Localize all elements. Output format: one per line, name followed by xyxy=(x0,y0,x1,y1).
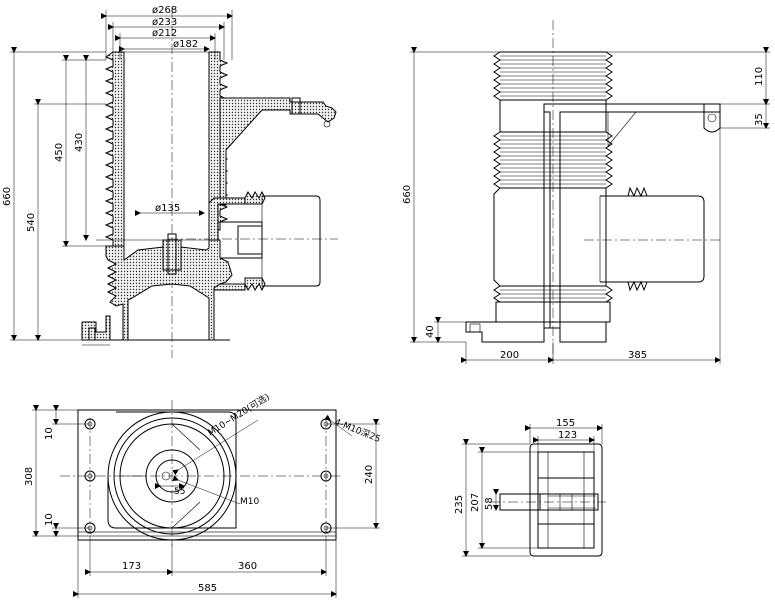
side-dim-385: 385 xyxy=(628,350,647,361)
plan-dim-585: 585 xyxy=(198,583,217,594)
plan-dim-10-bottom: 10 xyxy=(44,513,55,526)
top-arm xyxy=(219,97,337,206)
plan-label-m10-m20: M10~M20(可选) xyxy=(205,391,272,439)
plan-label-m10-depth: 4-M10深25 xyxy=(333,417,382,445)
front-dim-660: 660 xyxy=(2,187,13,206)
side-dim-110: 110 xyxy=(754,67,765,86)
detail-dim-123: 123 xyxy=(558,430,577,441)
side-bracket xyxy=(543,103,721,329)
bottom-body xyxy=(105,239,233,341)
front-dim-212: ø212 xyxy=(152,28,177,39)
plan-dim-10-top: 10 xyxy=(44,427,55,440)
front-dim-450: 450 xyxy=(54,143,65,162)
front-dim-540: 540 xyxy=(26,213,37,232)
side-dim-40: 40 xyxy=(425,325,436,338)
detail-view: 155 123 235 207 58 xyxy=(454,418,606,557)
front-section-view: ø268 ø233 ø212 ø182 ø135 660 540 450 430 xyxy=(2,5,338,358)
side-view: 660 110 35 40 200 385 xyxy=(402,20,770,364)
detail-dim-58: 58 xyxy=(484,497,495,510)
front-dim-268: ø268 xyxy=(152,5,177,16)
front-dim-135: ø135 xyxy=(155,203,180,214)
plan-dim-308: 308 xyxy=(24,467,35,486)
front-dim-182: ø182 xyxy=(173,39,198,50)
side-dim-35: 35 xyxy=(754,113,765,126)
boss-fins xyxy=(244,190,266,205)
plan-view: M10~M20(可选) 4-M10深25 M10 55 308 10 10 24… xyxy=(24,391,382,598)
plan-dim-173: 173 xyxy=(122,561,141,572)
detail-dim-155: 155 xyxy=(556,418,575,429)
plan-base-plate xyxy=(77,409,337,541)
detail-dim-207: 207 xyxy=(470,493,481,512)
plan-dim-55: 55 xyxy=(174,487,185,497)
side-dim-200: 200 xyxy=(500,350,519,361)
detail-dim-235: 235 xyxy=(454,495,465,514)
left-sheds xyxy=(104,51,125,247)
front-dim-430: 430 xyxy=(74,133,85,152)
front-dim-233: ø233 xyxy=(152,17,177,28)
plan-label-m10: M10 xyxy=(240,497,259,507)
plan-dim-360: 360 xyxy=(238,561,257,572)
side-dim-660: 660 xyxy=(402,185,413,204)
detail-outline xyxy=(529,443,603,557)
plan-dim-240: 240 xyxy=(364,465,375,484)
